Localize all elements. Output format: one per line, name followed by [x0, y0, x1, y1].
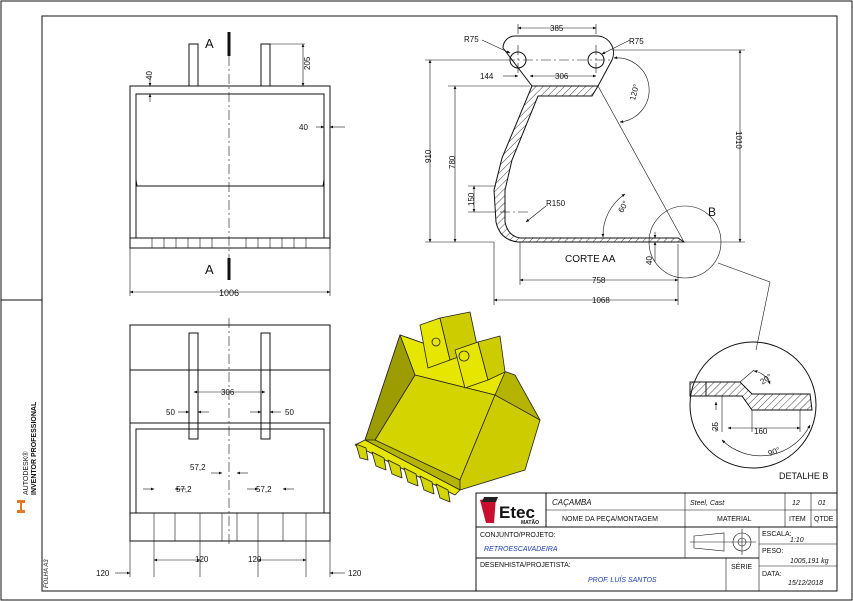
dim-front-40-top: 40	[145, 71, 154, 80]
dim-sec-r150: R150	[546, 199, 566, 208]
section-marker-top: A	[205, 36, 214, 51]
label-peso: PESO:	[762, 548, 783, 555]
data-value: 15/12/2018	[788, 580, 823, 587]
bucket-3d-render	[354, 311, 541, 503]
dim-sec-120deg: 120°	[628, 83, 641, 101]
conjunto-value: RETROESCAVADEIRA	[484, 546, 558, 553]
dim-top-120-b: 120	[248, 555, 262, 564]
dim-det-25: 25	[711, 422, 720, 431]
label-item: ITEM	[789, 516, 806, 523]
detail-view	[689, 341, 817, 469]
dim-top-50-right: 50	[285, 408, 294, 417]
dim-front-40-side: 40	[299, 123, 308, 132]
label-qtde: QTDE	[814, 516, 834, 523]
dim-front-205: 205	[303, 56, 312, 70]
dim-det-90deg: 90°	[767, 445, 781, 458]
dim-sec-150: 150	[467, 192, 476, 206]
part-name: CAÇAMBA	[552, 498, 592, 507]
section-label: CORTE AA	[565, 254, 616, 265]
material-value: Steel, Cast	[690, 500, 725, 507]
dim-sec-780: 780	[448, 155, 457, 169]
dim-sec-1068: 1068	[592, 296, 610, 305]
section-view	[425, 24, 771, 351]
dim-top-57-2-left: 57,2	[176, 485, 192, 494]
label-data: DATA:	[762, 571, 782, 578]
logo-text: Etec	[499, 503, 535, 522]
dim-sec-60deg: 60°	[616, 199, 630, 214]
dim-front-width: 1006	[219, 288, 239, 298]
dim-top-57-2-center: 57,2	[190, 463, 206, 472]
front-view	[129, 32, 345, 296]
desenhista-value: PROF. LUÍS SANTOS	[588, 575, 657, 584]
brand-autodesk: AUTODESK®	[22, 451, 30, 495]
dim-top-120-right: 120	[348, 569, 362, 578]
dim-top-120-a: 120	[195, 555, 209, 564]
label-material: MATERIAL	[717, 516, 752, 523]
qtde-value: 01	[818, 500, 826, 507]
label-escala: ESCALA:	[762, 531, 792, 538]
title-block	[475, 492, 838, 592]
dim-sec-758: 758	[592, 276, 606, 285]
peso-value: 1005,191 kg	[790, 558, 829, 565]
dim-sec-910: 910	[424, 149, 433, 163]
dim-top-306: 306	[221, 388, 235, 397]
dim-sec-144: 144	[480, 72, 494, 81]
label-conjunto: CONJUNTO/PROJETO:	[480, 532, 556, 539]
dim-sec-r75-right: R75	[629, 37, 644, 46]
label-serie: SÉRIE	[731, 562, 752, 571]
logo-sub: MATÃO	[521, 519, 539, 526]
dim-sec-306: 306	[555, 72, 569, 81]
sheet-code: FOLHA A3	[44, 559, 50, 588]
dim-sec-40: 40	[645, 256, 654, 265]
dim-sec-385: 385	[550, 24, 564, 33]
section-marker-bottom: A	[205, 262, 214, 277]
dim-top-57-2-right: 57,2	[256, 485, 272, 494]
dim-sec-1010: 1010	[734, 131, 743, 149]
dim-det-160: 160	[754, 427, 768, 436]
autodesk-logo	[17, 500, 25, 513]
dim-top-120-left: 120	[96, 569, 110, 578]
dim-sec-r75-left: R75	[464, 35, 479, 44]
label-desenhista: DESENHISTA/PROJETISTA:	[480, 562, 571, 569]
dim-det-20deg: 20°	[758, 372, 773, 386]
top-view	[115, 318, 345, 577]
label-nome: NOME DA PEÇA/MONTAGEM	[562, 516, 658, 523]
escala-value: 1:10	[790, 537, 804, 544]
dim-top-50-left: 50	[166, 408, 175, 417]
brand-inventor: INVENTOR PROFESSIONAL	[31, 401, 38, 495]
item-value: 12	[792, 500, 800, 507]
detail-label: DETALHE B	[779, 471, 828, 481]
inner-border	[41, 15, 838, 592]
detail-marker: B	[708, 205, 716, 219]
